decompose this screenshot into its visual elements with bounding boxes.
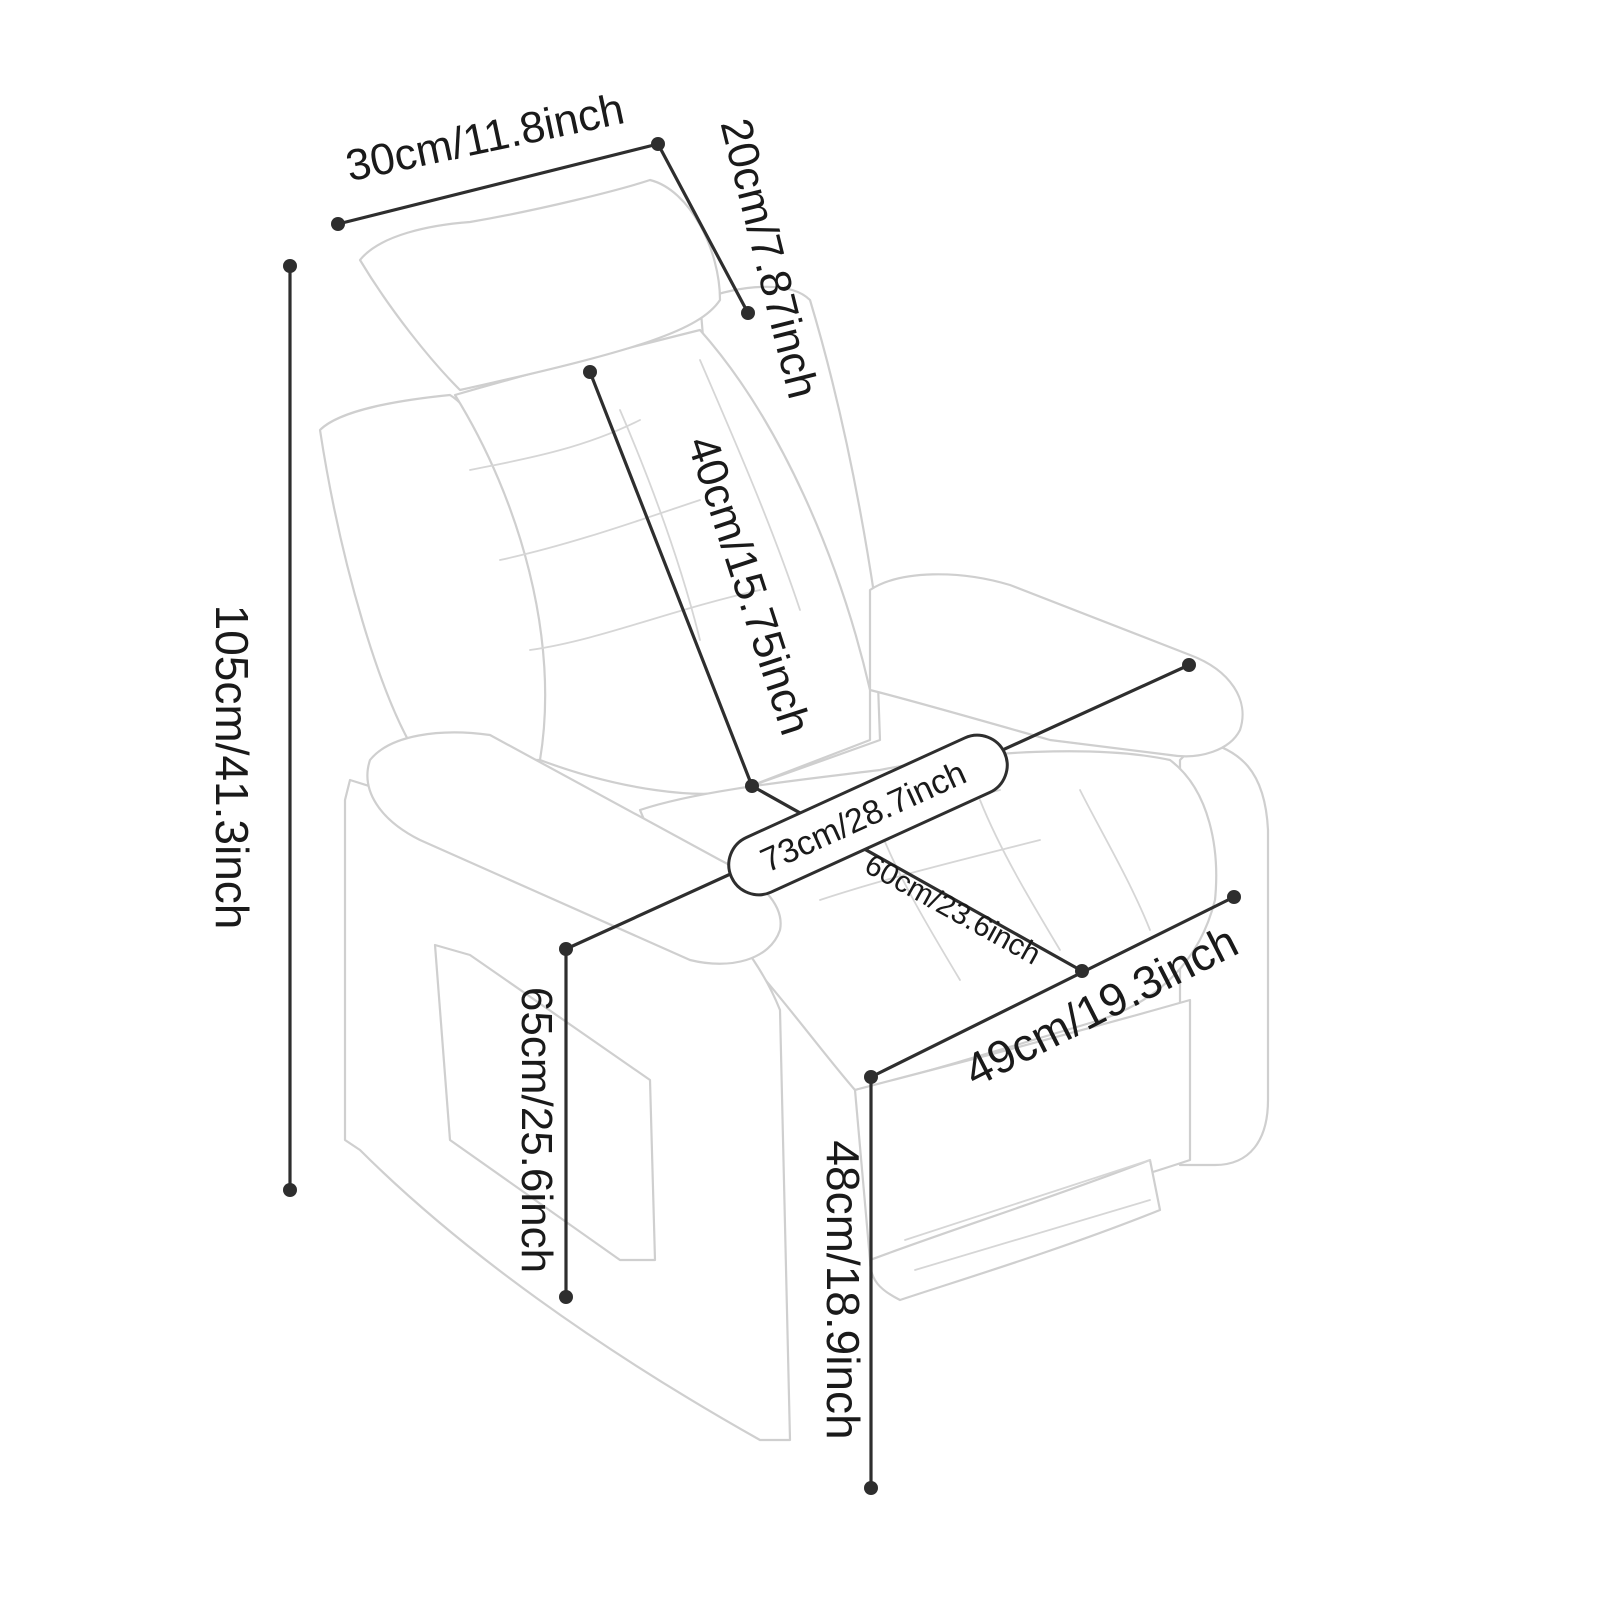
chair-side-pocket	[433, 943, 657, 1262]
dim-line-backrest	[588, 370, 754, 788]
width-label-pill	[727, 733, 1009, 897]
chair-right-arm	[868, 573, 1244, 758]
dim-dot	[864, 1481, 878, 1495]
dim-dot	[559, 1290, 573, 1304]
chair-headrest	[358, 178, 722, 392]
dimension-lines	[283, 137, 1241, 1495]
dim-dot	[1182, 658, 1196, 672]
dim-line-headrest-width	[336, 142, 660, 226]
label-seat-height: 48cm/18.9inch	[817, 1140, 869, 1439]
dim-dot	[741, 306, 755, 320]
chair-footrest	[868, 1158, 1162, 1302]
dim-dot	[283, 1183, 297, 1197]
label-headrest-width: 30cm/11.8inch	[342, 84, 629, 191]
chair-back-cushion-center	[453, 328, 872, 795]
dim-dot	[583, 365, 597, 379]
chair-footrest-bar	[904, 1159, 1151, 1271]
dim-line-seat-width	[869, 895, 1236, 1079]
dim-dot	[283, 259, 297, 273]
chair-back-tufting	[469, 359, 801, 651]
label-overall-height: 105cm/41.3inch	[206, 605, 258, 930]
dim-dot	[331, 217, 345, 231]
dim-line-headrest-depth	[656, 142, 750, 315]
chair-left-arm	[366, 731, 782, 965]
label-arm-height: 65cm/25.6inch	[512, 987, 561, 1273]
dim-dot	[1227, 890, 1241, 904]
